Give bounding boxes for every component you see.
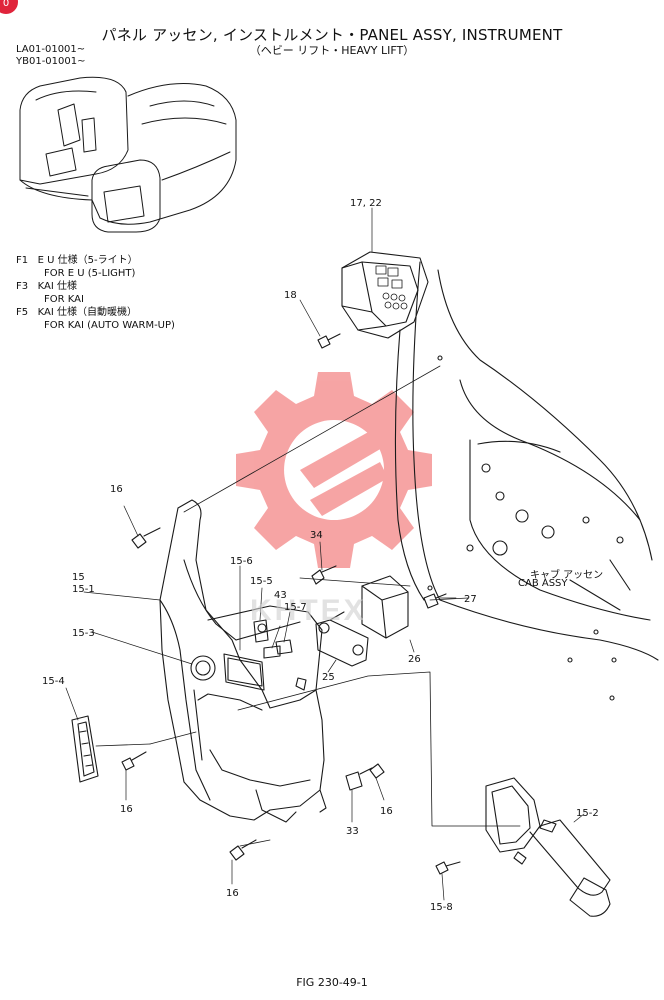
screw-16-mid xyxy=(121,751,147,771)
cab-assy-label-ja: キャブ アッセン xyxy=(530,570,604,581)
note-f3: F3 KAI 仕様 FOR KAI xyxy=(16,280,84,306)
cab-assy-label-en: CAB ASSY xyxy=(518,578,568,589)
note-f1-en: FOR E U (5-LIGHT) xyxy=(44,268,136,279)
figure-caption: FIG 230-49-1 xyxy=(296,976,368,989)
callout-34: 34 xyxy=(310,530,323,541)
callout-26: 26 xyxy=(408,654,421,665)
cab-assy-outline xyxy=(394,261,659,701)
callout-15-6: 15-6 xyxy=(230,556,253,567)
corner-badge: 0 xyxy=(0,0,18,14)
duct-15-2 xyxy=(485,777,611,917)
page-title: パネル アッセン, インストルメント・PANEL ASSY, INSTRUMEN… xyxy=(101,26,563,44)
callout-15-4: 15-4 xyxy=(42,676,65,687)
screw-16-upper xyxy=(131,527,161,549)
note-f1-code: F1 xyxy=(16,255,29,266)
screw-34 xyxy=(311,565,337,585)
note-f1-ja: E U 仕様（5-ライト） xyxy=(37,255,138,266)
note-f1: F1 E U 仕様（5-ライト） FOR E U (5-LIGHT) xyxy=(16,254,138,280)
callout-15-5: 15-5 xyxy=(250,576,273,587)
callout-25: 25 xyxy=(322,672,335,683)
callout-16-lower: 16 xyxy=(226,888,239,899)
callout-15-2: 15-2 xyxy=(576,808,599,819)
meter-panel-unit xyxy=(341,251,429,339)
callout-33: 33 xyxy=(346,826,359,837)
callout-16-mid: 16 xyxy=(120,804,133,815)
callout-43: 43 xyxy=(274,590,287,601)
note-f3-ja: KAI 仕様 xyxy=(37,281,78,292)
plug-33 xyxy=(345,771,363,791)
callout-15-3: 15-3 xyxy=(72,628,95,639)
screw-18 xyxy=(317,333,341,349)
callout-15-8: 15-8 xyxy=(430,902,453,913)
callout-15: 15 xyxy=(72,572,85,583)
callout-16-right: 16 xyxy=(380,806,393,817)
note-f5-ja: KAI 仕様（自動暖機） xyxy=(37,307,138,318)
note-f5-code: F5 xyxy=(16,307,29,318)
callout-17-22: 17, 22 xyxy=(350,198,382,209)
note-f3-en: FOR KAI xyxy=(44,294,84,305)
note-f5: F5 KAI 仕様（自動暖機） FOR KAI (AUTO WARM-UP) xyxy=(16,306,175,332)
page-subtitle: （ヘビー リフト・HEAVY LIFT） xyxy=(249,44,415,57)
watermark-gear-icon xyxy=(236,372,432,568)
callout-15-7: 15-7 xyxy=(284,602,307,613)
bolt-27 xyxy=(423,593,447,609)
screw-16-lower xyxy=(229,839,257,861)
callout-18: 18 xyxy=(284,290,297,301)
screw-16-right xyxy=(359,763,385,779)
serial-range-2: YB01-01001~ xyxy=(16,56,86,67)
screw-15-8 xyxy=(435,861,461,875)
callout-27: 27 xyxy=(464,594,477,605)
cover-26 xyxy=(361,575,409,639)
serial-range-1: LA01-01001~ xyxy=(16,44,86,55)
bracket-25 xyxy=(315,611,369,667)
note-f3-code: F3 xyxy=(16,281,29,292)
note-f5-en: FOR KAI (AUTO WARM-UP) xyxy=(44,320,175,331)
instrument-panel-main xyxy=(159,499,327,823)
callout-16-upper: 16 xyxy=(110,484,123,495)
callout-15-1: 15-1 xyxy=(72,584,95,595)
switch-panel-15-4 xyxy=(71,715,99,783)
machine-overview xyxy=(19,76,237,233)
watermark-text: KHTEX xyxy=(250,594,367,627)
